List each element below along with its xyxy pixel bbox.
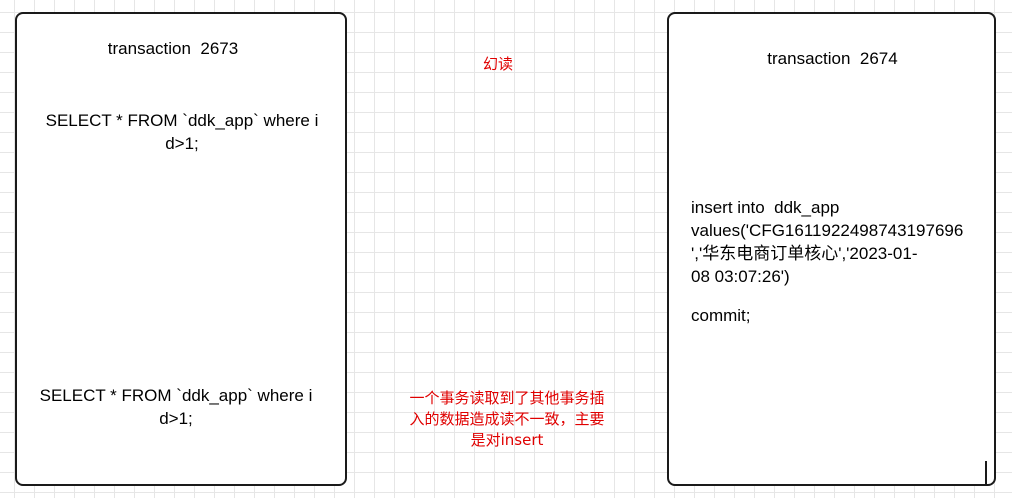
selection-edge-marker [985, 461, 997, 485]
transaction-2674-box: transaction 2674 insert into ddk_app val… [667, 12, 996, 486]
transaction-2674-title: transaction 2674 [767, 49, 898, 68]
transaction-2673-title: transaction 2673 [107, 39, 239, 58]
phantom-read-label: 幻读 [482, 55, 513, 73]
phantom-read-note: 一个事务读取到了其他事务插 入的数据造成读不一致，主要 是对insert [409, 389, 605, 449]
second-select-query: SELECT * FROM `ddk_app` where i d>1; [39, 386, 313, 428]
first-select-query: SELECT * FROM `ddk_app` where i d>1; [45, 111, 319, 153]
insert-statement: insert into ddk_app values('CFG161192249… [691, 198, 964, 286]
commit-statement: commit; [691, 306, 751, 325]
transaction-2673-box: transaction 2673 SELECT * FROM `ddk_app`… [15, 12, 347, 486]
